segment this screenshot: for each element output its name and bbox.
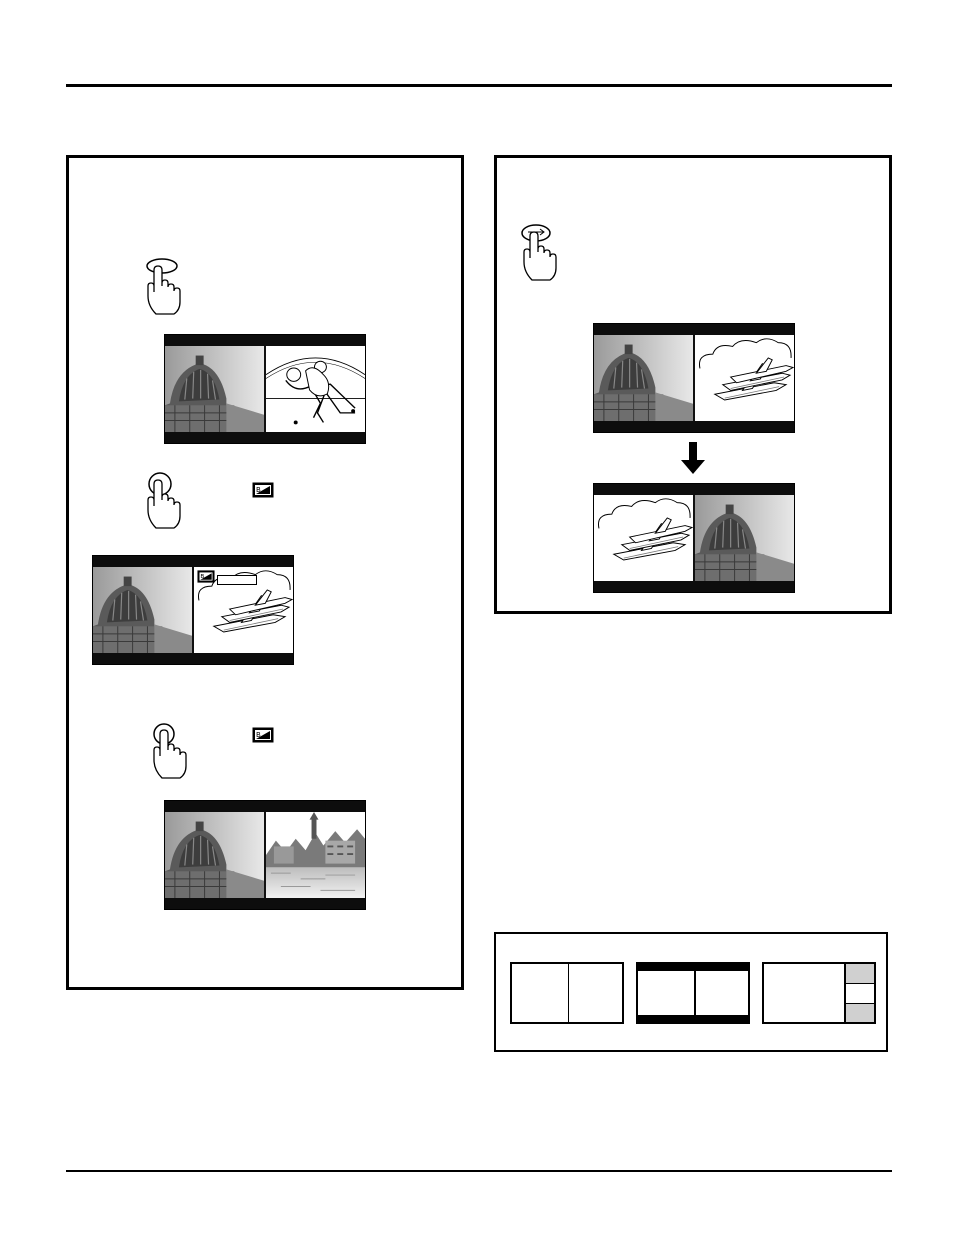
swap-button-press-icon: [516, 222, 560, 284]
picture-source-icon: [252, 482, 274, 498]
tv-screen-after-swap: [593, 483, 795, 593]
header-rule: [66, 84, 892, 87]
down-arrow-icon: [681, 442, 705, 474]
main-plus-three-layout: [762, 962, 876, 1024]
footer-rule: [66, 1170, 892, 1172]
tv-screen-step1: [164, 334, 366, 444]
on-screen-source-icon: [197, 570, 215, 583]
letterbox-split-layout: [636, 962, 750, 1024]
picture-source-icon: [252, 727, 274, 743]
oval-button-press-icon: [140, 256, 184, 318]
jet-planes-image: [695, 335, 794, 421]
florence-dome-image: [165, 812, 264, 898]
jet-planes-image: [594, 495, 693, 581]
florence-dome-image: [695, 495, 794, 581]
florence-dome-image: [93, 567, 192, 653]
split-layout: [510, 962, 624, 1024]
florence-dome-image: [165, 346, 264, 432]
canal-town-image: [266, 812, 365, 898]
florence-dome-image: [594, 335, 693, 421]
tv-screen-before-swap: [593, 323, 795, 433]
on-screen-source-bar: [217, 575, 257, 585]
tv-screen-step3: [164, 800, 366, 910]
football-players-image: [266, 346, 365, 432]
round-button-press-icon: [146, 720, 190, 782]
round-button-press-icon: [140, 470, 184, 532]
tv-screen-step2: [92, 555, 294, 665]
